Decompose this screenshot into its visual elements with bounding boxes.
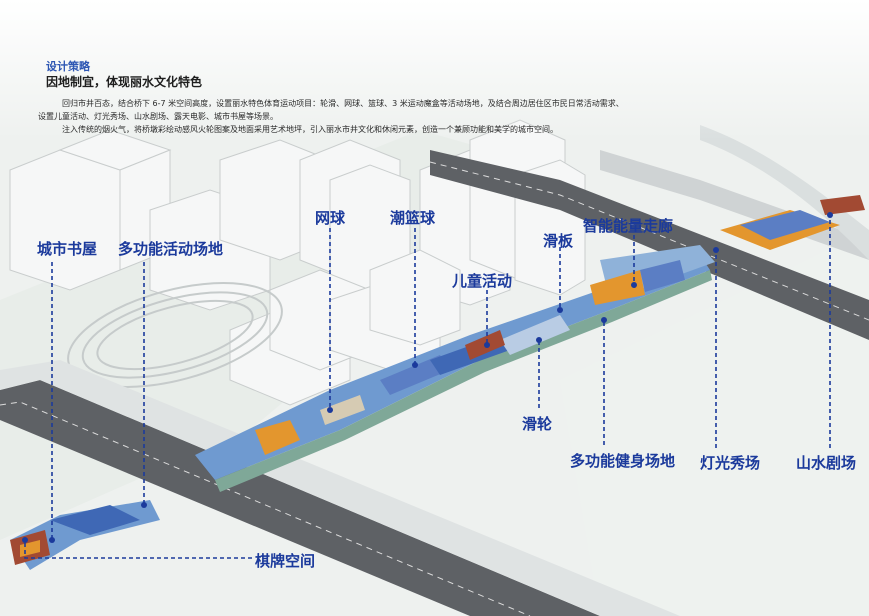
theater-plaza: [720, 195, 865, 250]
label-tennis: 网球: [315, 209, 346, 227]
label-roller: 滑轮: [522, 415, 553, 433]
lawn-right: [560, 230, 869, 616]
leader-chess: [24, 540, 252, 559]
header: 设计策略 因地制宜，体现丽水文化特色 回归市井百态，结合桥下 6-7 米空间高度…: [0, 0, 869, 140]
leader-dots: [22, 212, 833, 543]
label-chess: 棋牌空间: [255, 552, 316, 570]
label-multi-activity: 多功能活动场地: [118, 240, 224, 258]
label-fitness: 多功能健身场地: [570, 452, 676, 470]
label-landscape-theater: 山水剧场: [796, 454, 857, 472]
label-light-show: 灯光秀场: [700, 454, 761, 472]
section-subtitle: 因地制宜，体现丽水文化特色: [46, 75, 203, 89]
label-skateboard: 滑板: [543, 232, 574, 250]
running-track: [67, 282, 283, 388]
paragraph-1: 回归市井百态，结合桥下 6-7 米空间高度，设置丽水特色体育运动项目：轮滑、网球…: [62, 99, 624, 108]
label-smart-corridor: 智能能量走廊: [583, 217, 674, 235]
label-city-bookhouse: 城市书屋: [37, 240, 98, 258]
label-kids: 儿童活动: [452, 272, 513, 290]
linear-park-deck: [195, 245, 715, 492]
background-buildings: [9, 119, 586, 406]
paragraph-2: 设置儿童活动、灯光秀场、山水剧场、露天电影、城市书屋等场景。: [38, 112, 278, 121]
paragraph-3: 注入传统的烟火气，将桥墩彩绘动感风火轮图案及地面采用艺术地坪，引入丽水市井文化和…: [62, 125, 558, 134]
label-basketball: 潮篮球: [390, 209, 436, 227]
lower-road: [0, 380, 600, 616]
leader-lines: [24, 215, 831, 559]
upper-highway: [430, 150, 869, 340]
section-title: 设计策略: [46, 60, 90, 73]
